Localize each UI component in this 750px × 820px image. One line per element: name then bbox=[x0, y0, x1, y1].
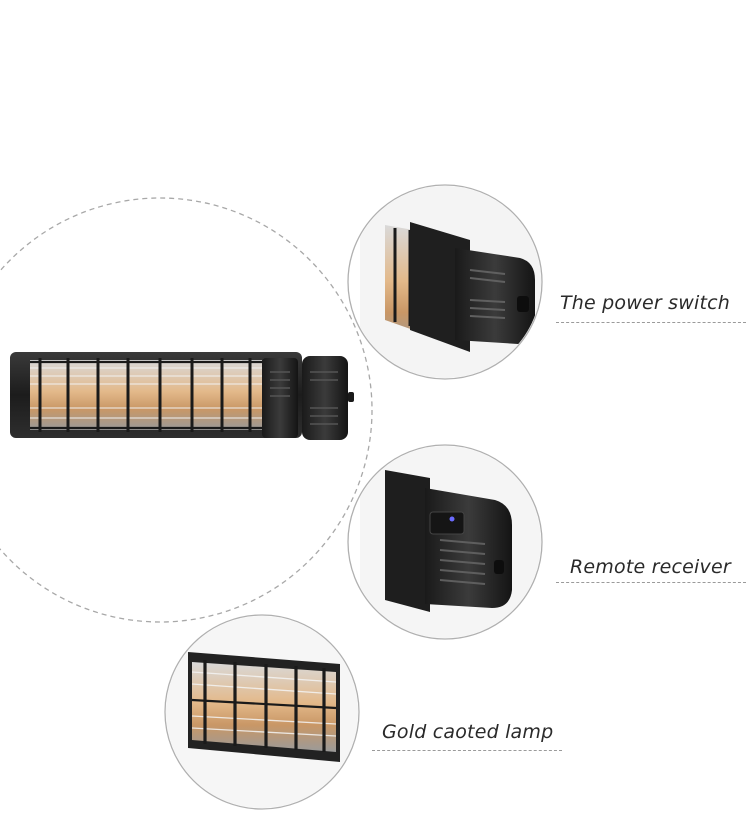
indicator-led bbox=[449, 516, 455, 522]
caption-gold-lamp: Gold caoted lamp bbox=[382, 721, 554, 743]
caption-underline-gold-lamp bbox=[372, 750, 562, 751]
caption-remote-receiver: Remote receiver bbox=[570, 556, 731, 578]
heater-main bbox=[10, 352, 354, 440]
power-switch-button bbox=[517, 296, 529, 312]
main-dashed-circle bbox=[0, 197, 373, 623]
gold-lamp-closeup bbox=[166, 616, 358, 808]
caption-power-switch: The power switch bbox=[560, 292, 730, 314]
power-switch-closeup bbox=[360, 186, 541, 378]
remote-receiver-closeup bbox=[360, 446, 541, 638]
caption-underline-power-switch bbox=[556, 322, 746, 323]
caption-underline-remote-receiver bbox=[556, 582, 746, 583]
